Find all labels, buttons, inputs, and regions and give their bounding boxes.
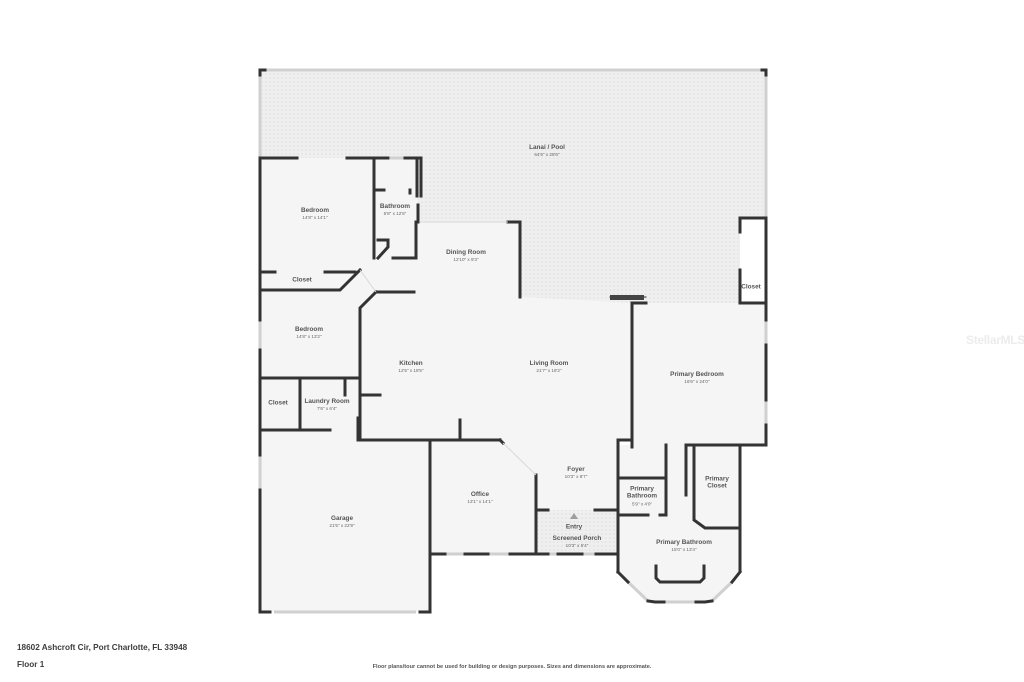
room-name: Closet — [268, 399, 288, 407]
room-dimensions: 21'5" x 22'9" — [329, 523, 355, 529]
room-dimensions: 12'10" x 9'3" — [453, 257, 479, 263]
room-dimensions: 16'6" x 24'0" — [684, 379, 710, 385]
room-dimensions: 12'5" x 18'5" — [398, 368, 424, 374]
room-office: Office 13'1" x 14'1" — [467, 491, 492, 505]
room-dimensions: 21'7" x 18'2" — [536, 368, 562, 374]
room-dimensions: 13'1" x 14'1" — [467, 499, 493, 505]
floor-label: Floor 1 — [17, 660, 45, 669]
room-name: Entry — [565, 523, 583, 531]
room-name: Closet — [292, 276, 312, 284]
room-name: Bedroom — [300, 207, 330, 215]
room-name: Primary Bathroom — [656, 539, 712, 547]
door-openings — [359, 221, 537, 476]
interior-floor — [260, 158, 766, 612]
room-closet-lanai: Closet — [741, 283, 761, 290]
room-laundry: Laundry Room 7'6" x 6'4" — [304, 398, 349, 412]
room-dining: Dining Room 12'10" x 9'3" — [446, 249, 486, 263]
room-dimensions: 14'8" x 14'1" — [302, 215, 328, 221]
room-lanai: Lanai / Pool 64'5" x 28'6" — [529, 144, 565, 158]
room-name: Living Room — [529, 360, 569, 368]
room-kitchen: Kitchen 12'5" x 18'5" — [398, 360, 423, 374]
lanai-area — [260, 70, 766, 303]
room-name: Lanai / Pool — [529, 144, 565, 152]
room-primary-bath-small: Primary Bathroom 5'9" x 4'0" — [622, 486, 662, 507]
room-closet-2: Closet — [268, 399, 288, 406]
room-primary-closet: Primary Closet — [699, 476, 735, 491]
room-name: Garage — [330, 515, 354, 523]
screened-porch-area — [536, 510, 618, 554]
room-dimensions: 64'5" x 28'6" — [534, 152, 560, 158]
room-name: Primary Bathroom — [626, 485, 658, 500]
room-living: Living Room 21'7" x 18'2" — [530, 360, 569, 374]
room-name: Office — [470, 491, 490, 499]
room-bedroom-1: Bedroom 14'8" x 14'1" — [301, 207, 329, 221]
room-name: Bathroom — [379, 203, 411, 211]
room-garage: Garage 21'5" x 22'9" — [329, 515, 354, 529]
disclaimer-text: Floor plans/tour cannot be used for buil… — [372, 664, 652, 670]
room-dimensions: 10'3" x 8'7" — [564, 474, 588, 480]
room-name: Dining Room — [446, 249, 486, 257]
room-primary-bathroom: Primary Bathroom 15'0" x 13'4" — [656, 539, 712, 553]
room-dimensions: 10'3" x 5'4" — [565, 543, 589, 549]
room-dimensions: 15'0" x 13'4" — [671, 547, 697, 553]
room-name: Foyer — [567, 466, 585, 474]
room-name: Laundry Room — [304, 398, 350, 406]
watermark-logo: StellarMLS — [966, 333, 1024, 347]
property-address: 18602 Ashcroft Cir, Port Charlotte, FL 3… — [17, 643, 188, 652]
room-dimensions: 5'8" x 12'5" — [383, 211, 407, 217]
room-primary-bedroom: Primary Bedroom 16'6" x 24'0" — [670, 371, 724, 385]
room-entry: Entry — [566, 523, 582, 530]
room-foyer: Foyer 10'3" x 8'7" — [565, 466, 588, 480]
room-name: Primary Bedroom — [670, 371, 724, 379]
room-dimensions: 14'8" x 13'2" — [296, 334, 322, 340]
room-screened-porch: Screened Porch 10'3" x 5'4" — [553, 535, 602, 549]
room-bedroom-2: Bedroom 14'8" x 13'2" — [295, 326, 323, 340]
room-closet-1: Closet — [292, 276, 312, 283]
room-dimensions: 5'9" x 4'0" — [631, 501, 653, 507]
walls — [258, 68, 768, 614]
room-bathroom: Bathroom 5'8" x 12'5" — [380, 203, 410, 217]
entry-arrow-icon — [570, 513, 578, 519]
room-name: Bedroom — [294, 326, 324, 334]
room-name: Closet — [741, 283, 761, 291]
room-name: Kitchen — [399, 360, 423, 368]
room-name: Primary Closet — [705, 475, 729, 490]
room-name: Screened Porch — [552, 535, 602, 543]
room-dimensions: 7'6" x 6'4" — [316, 406, 338, 412]
